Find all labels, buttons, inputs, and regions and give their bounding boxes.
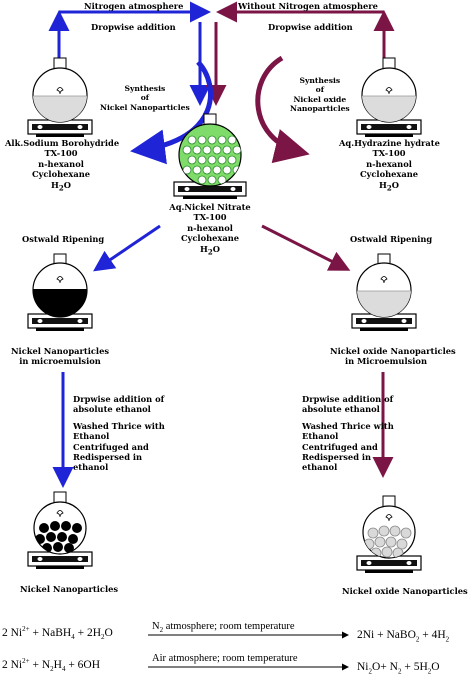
synthesis-nio-arrow — [255, 55, 310, 164]
equation-1-condition: N2 atmosphere; room temperature — [152, 621, 295, 635]
flask-ni-microemulsion — [27, 253, 93, 331]
without-nitrogen-label: Without Nitrogen atmosphere — [238, 1, 378, 11]
equation-1-products: 2Ni + NaBO2 + 4H2 — [357, 629, 450, 644]
flask-nickel-nanoparticles — [27, 491, 93, 569]
without-nitrogen-arrow-path — [205, 1, 395, 106]
nio-microemulsion-label: Nickel oxide Nanoparticles in Microemuls… — [330, 346, 456, 367]
synthesis-nio-label: Synthesis of Nickel oxide Nanoparticles — [290, 76, 350, 114]
equation-2-condition: Air atmosphere; room temperature — [152, 653, 298, 664]
final-nio-label: Nickel oxide Nanoparticles — [342, 586, 468, 596]
flask-right-composition: Aq.Hydrazine hydrate TX-100 n-hexanol Cy… — [339, 138, 440, 193]
equation-2-reactants: 2 Ni2+ + N2H4 + 6OH — [2, 657, 101, 674]
flask-hydrazine-hydrate — [356, 57, 422, 137]
flask-center-composition: Aq.Nickel Nitrate TX-100 n-hexanol Cyclo… — [169, 202, 251, 257]
flask-left-composition: Alk.Sodium Borohydride TX-100 n-hexanol … — [5, 138, 120, 193]
flask-nio-microemulsion — [351, 253, 417, 331]
ostwald-left-label: Ostwald Ripening — [22, 234, 105, 244]
ostwald-right-label: Ostwald Ripening — [350, 234, 433, 244]
nitrogen-atmosphere-label: Nitrogen atmosphere — [84, 1, 184, 11]
synthesis-ni-arrow — [130, 60, 213, 165]
arrow-to-nio-micro — [261, 224, 351, 271]
synthesis-ni-label: Synthesis of Nickel Nanoparticles — [100, 84, 190, 112]
flask-nickel-oxide-nanoparticles — [356, 495, 422, 573]
dropwise-left-label: Dropwise addition — [91, 22, 176, 32]
equation-2-products: Ni2O+ N2 + 5H2O — [357, 661, 440, 676]
flask-sodium-borohydride — [27, 57, 93, 137]
steps-right-text: Drpwise addition of absolute ethanol Was… — [302, 394, 394, 473]
arrow-to-ni-micro — [93, 224, 161, 272]
final-ni-label: Nickel Nanoparticles — [20, 584, 119, 594]
steps-left-text: Drpwise addition of absolute ethanol Was… — [73, 394, 165, 473]
equation-1-reactants: 2 Ni2+ + NaBH4 + 2H2O — [2, 625, 113, 642]
dropwise-right-label: Dropwise addition — [268, 22, 353, 32]
flask-nickel-nitrate — [173, 113, 247, 199]
ni-microemulsion-label: Nickel Nanoparticles in microemulsion — [10, 346, 110, 367]
